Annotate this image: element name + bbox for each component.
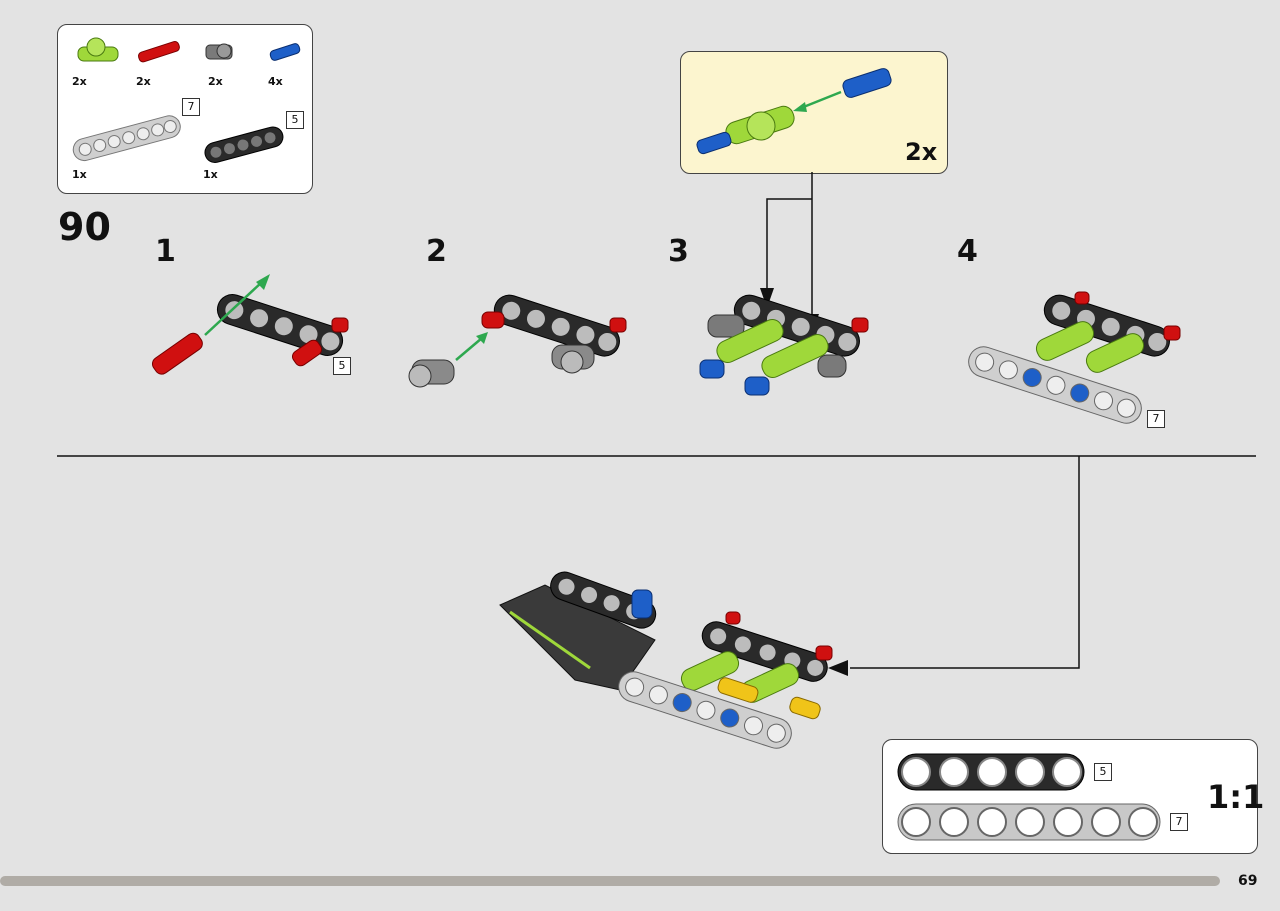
step-group-number: 90 [58,205,111,249]
step-3-assembly [699,294,869,396]
step-4-length-badge: 7 [1147,410,1165,428]
scale-length-badge-5: 5 [1094,763,1112,781]
arrow-head-down-2-icon [805,314,819,332]
step-2-assembly [408,294,627,388]
light-gray-beam-icon [72,115,181,162]
page-progress-bar [0,876,1220,886]
gray-connector-icon [205,43,233,60]
length-badge-5: 5 [286,111,304,129]
final-arrow-head-icon [828,660,848,676]
lime-connector-assembly-icon [696,105,795,155]
qty-light-gray-beam: 1x [72,168,87,181]
lime-connector-icon [77,37,119,62]
green-insert-arrow-icon [793,90,842,112]
qty-gray: 2x [208,75,223,88]
qty-black-beam: 1x [203,168,218,181]
scale-label: 1:1 [1207,778,1265,816]
scale-beam-7-icon [897,803,1161,841]
final-connector-line [850,456,1080,669]
red-pin-icon [137,40,180,63]
scale-beams [897,753,1161,841]
page-number: 69 [1238,873,1258,889]
length-badge-7: 7 [182,98,200,116]
qty-lime: 2x [72,75,87,88]
parts-graphics [72,37,301,164]
black-beam-icon [204,126,284,164]
step-1-length-badge: 5 [333,357,351,375]
blue-pin-callout-icon [842,68,892,98]
step-number-3: 3 [668,234,689,269]
qty-red: 2x [136,75,151,88]
arrow-head-down-1-icon [760,288,774,308]
callout-connector-lines [766,172,813,320]
scale-beam-5-icon [897,753,1085,791]
step-number-2: 2 [426,234,447,269]
step-number-4: 4 [957,234,978,269]
scale-length-badge-7: 7 [1170,813,1188,831]
scale-reference-panel: 5 7 1:1 [882,739,1264,854]
step-1-assembly [151,274,349,375]
subassembly-callout: 2x [680,51,948,174]
callout-multiplier: 2x [905,138,938,166]
step-number-1: 1 [155,234,176,269]
callout-graphic [696,68,892,155]
final-assembly [499,571,833,749]
parts-list-panel: 2x 2x 2x 4x 7 5 1x 1x [57,24,313,194]
qty-blue: 4x [268,75,283,88]
blue-pin-icon [269,43,301,61]
step-4-assembly [968,291,1181,424]
